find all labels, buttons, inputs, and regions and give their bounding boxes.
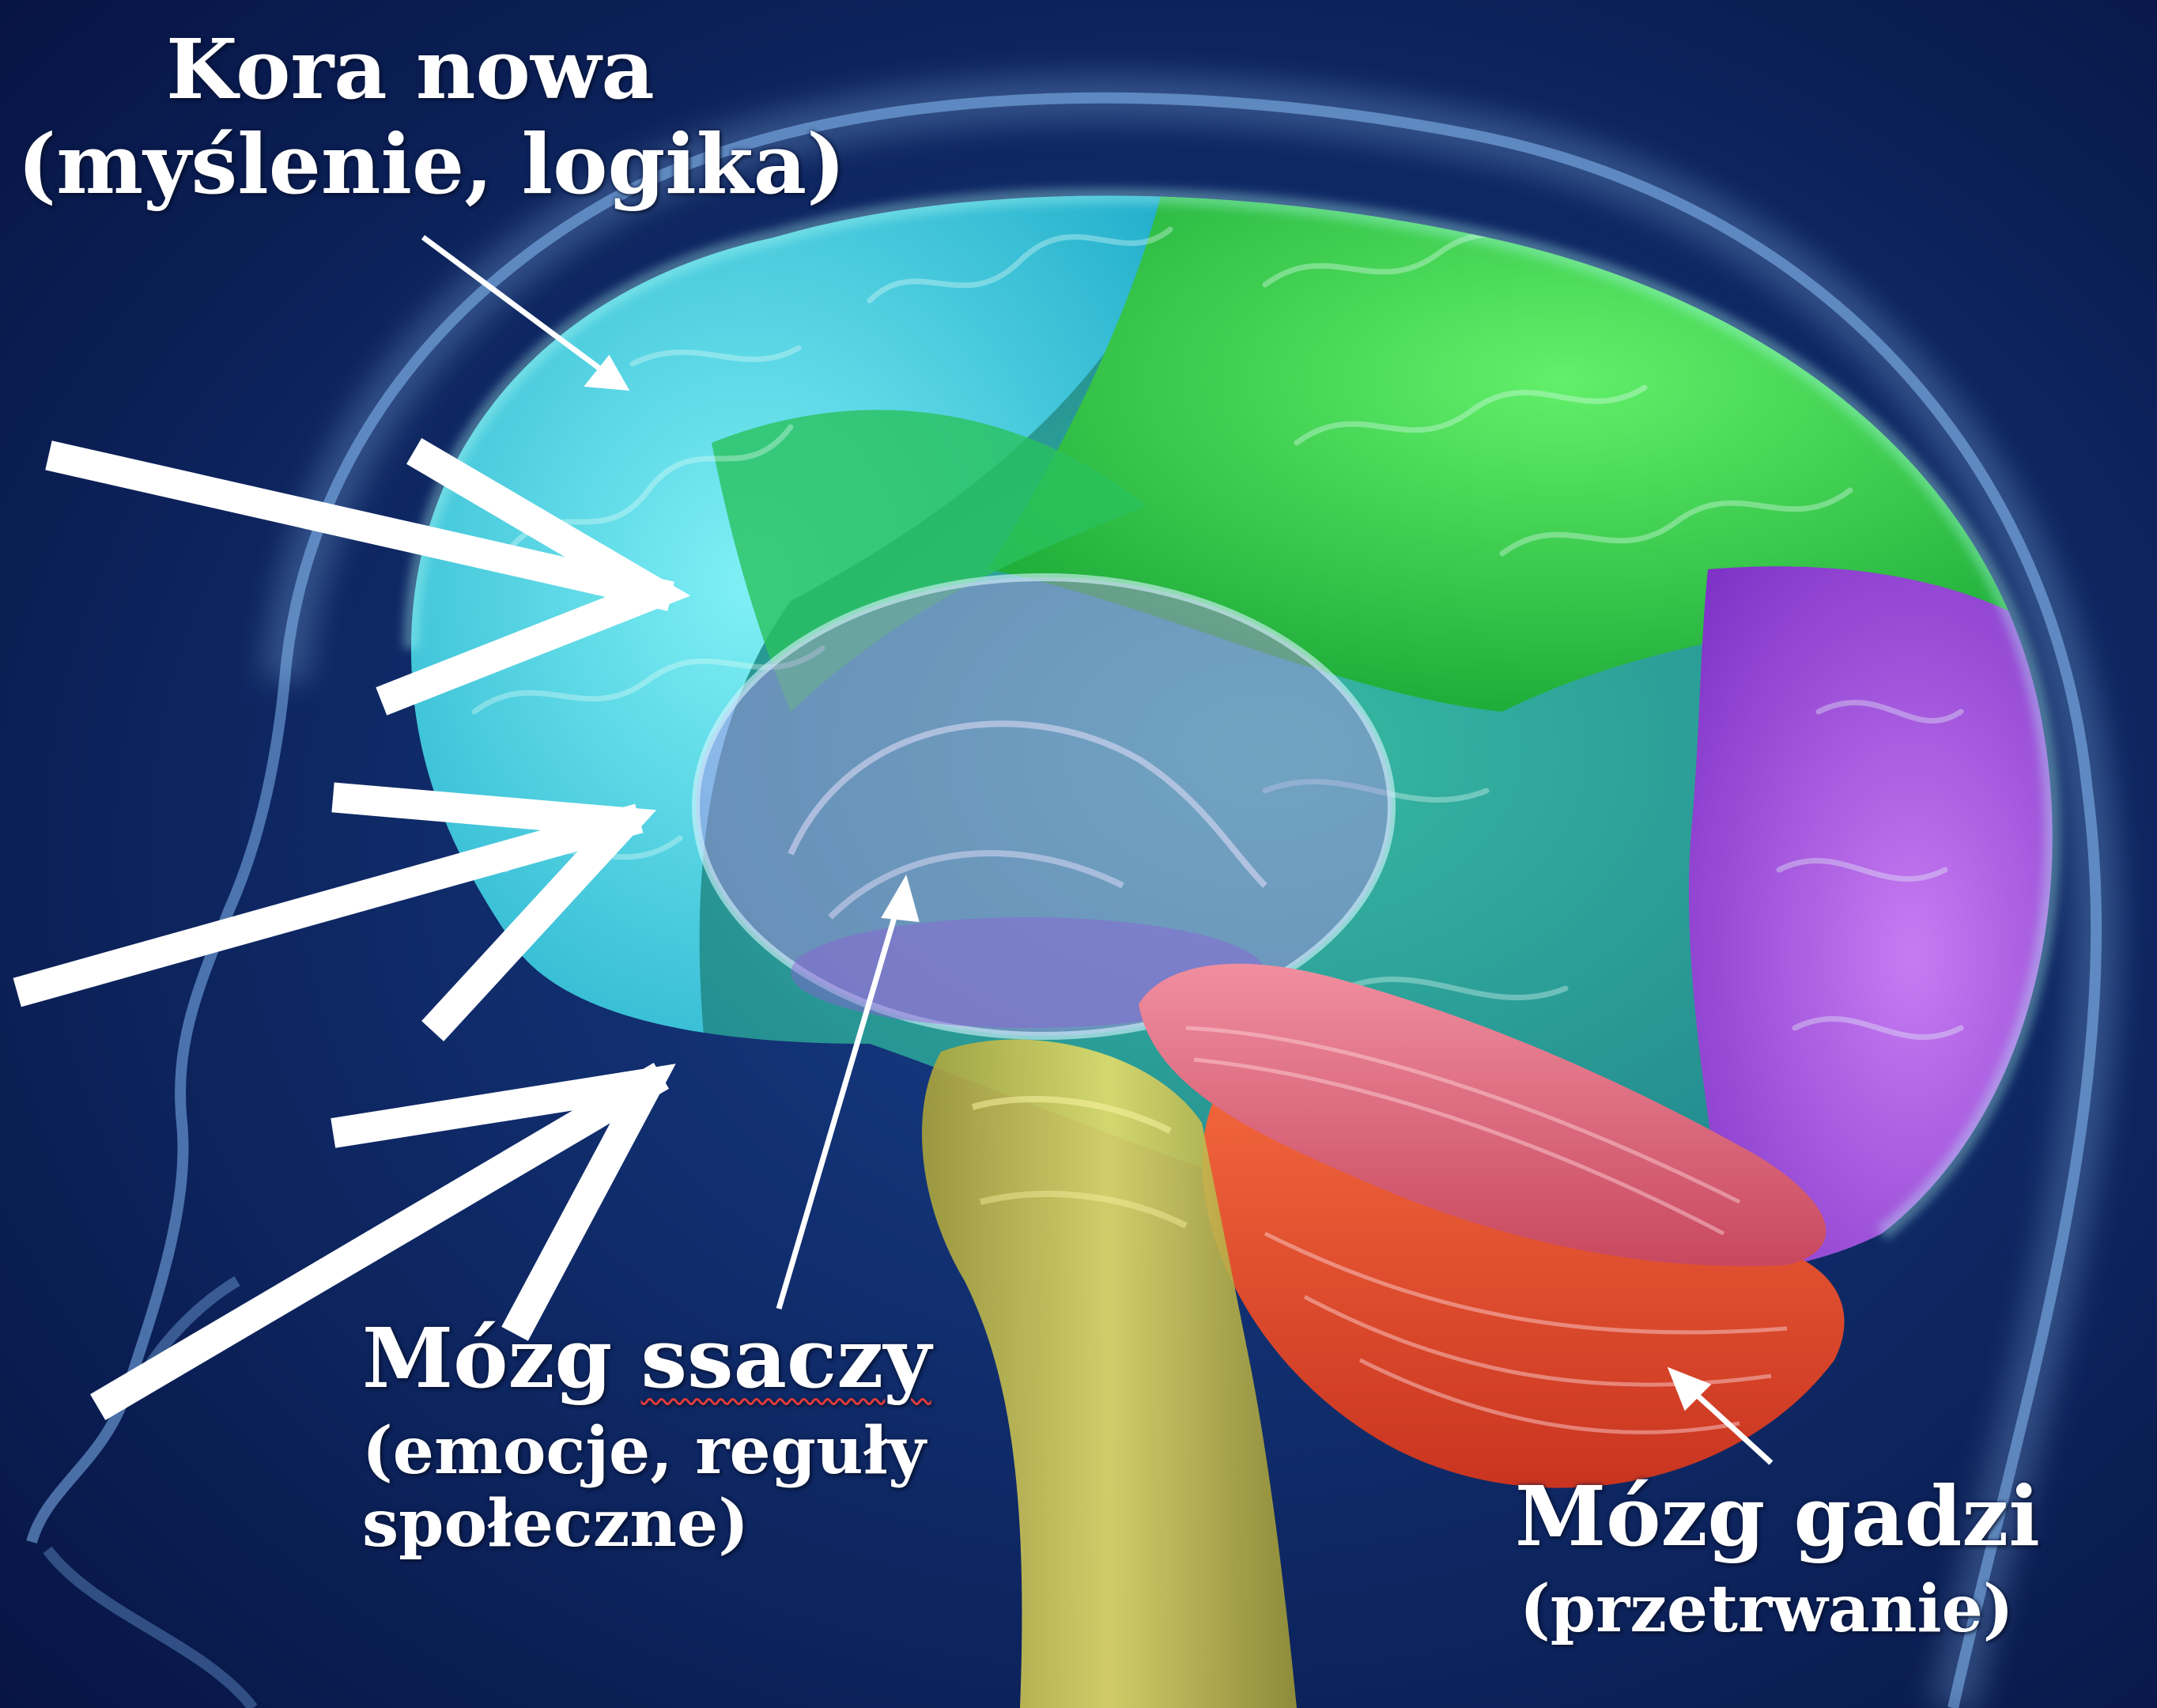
label-neocortex: Kora nowa [166,24,655,115]
limbic-system [696,577,1392,1036]
label-neocortex-subtitle: (myślenie, logika) [17,119,845,210]
label-neocortex-title: Kora nowa [166,24,655,115]
label-mammalian-title: Mózg ssaczy [362,1313,931,1404]
label-reptilian: Mózg gadzi (przetrwanie) [1515,1471,2040,1646]
label-mammalian-word1: Mózg [362,1309,612,1407]
label-reptilian-title: Mózg gadzi [1515,1471,2040,1563]
label-mammalian: Mózg ssaczy (emocje, reguły społeczne) [362,1313,931,1561]
label-neocortex-sub: (myślenie, logika) [17,119,845,210]
label-reptilian-subtitle: (przetrwanie) [1520,1574,2040,1646]
label-mammalian-word2: ssaczy [640,1309,931,1407]
label-mammalian-line3: społeczne) [362,1488,931,1561]
label-mammalian-line2: (emocje, reguły [362,1415,931,1488]
